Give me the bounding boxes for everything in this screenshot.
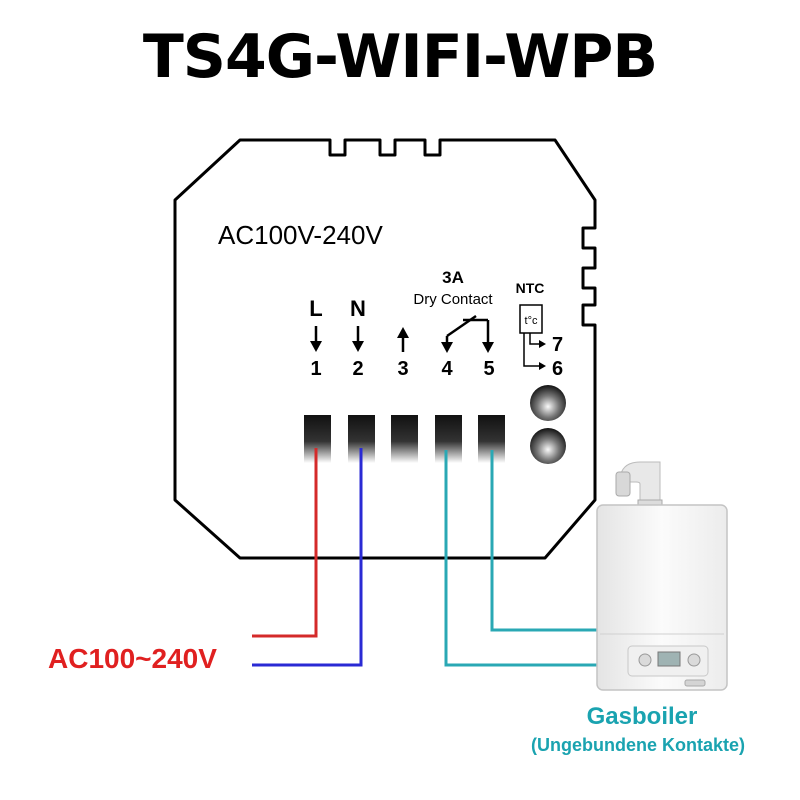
terminal-4-number: 4 — [441, 358, 453, 380]
terminal-block-3 — [391, 415, 418, 463]
sensor-hole-6 — [530, 428, 566, 464]
terminal-2-number: 2 — [352, 358, 363, 380]
contact-wire-5 — [490, 450, 605, 632]
ntc-label: NTC — [516, 280, 545, 296]
live-wire — [252, 448, 318, 638]
relay-current-label: 3A — [442, 268, 464, 287]
ntc-lead-arrows-icon — [523, 333, 546, 370]
terminal-2-letter: N — [350, 296, 366, 321]
contact-wire-4 — [444, 450, 605, 667]
ntc-symbol: t°c — [525, 315, 538, 327]
sensor-terminal-7: 7 — [552, 334, 563, 356]
terminal-1-number: 1 — [310, 358, 321, 380]
terminal-block-4 — [435, 415, 462, 463]
terminal-5-number: 5 — [483, 358, 494, 380]
device-voltage-label: AC100V-240V — [218, 220, 383, 250]
terminal-3-arrow-up-icon — [397, 327, 409, 352]
page-title: TS4G-WIFI-WPB — [142, 22, 658, 92]
terminal-1-letter: L — [309, 296, 322, 321]
terminal-1-arrow-down-icon — [310, 326, 322, 352]
neutral-wire — [252, 448, 363, 667]
sensor-hole-7 — [530, 385, 566, 421]
boiler-note-label: (Ungebundene Kontakte) — [531, 735, 745, 755]
terminal-3-number: 3 — [397, 358, 408, 380]
gas-boiler-image — [596, 461, 728, 691]
terminal-2-arrow-down-icon — [352, 326, 364, 352]
boiler-name-label: Gasboiler — [587, 703, 698, 730]
relay-contact-icon — [441, 314, 494, 353]
sensor-terminal-6: 6 — [552, 358, 563, 380]
supply-voltage-label: AC100~240V — [48, 643, 217, 674]
relay-type-label: Dry Contact — [413, 291, 493, 308]
ntc-sensor-icon — [519, 304, 543, 334]
device-outline — [173, 138, 597, 560]
